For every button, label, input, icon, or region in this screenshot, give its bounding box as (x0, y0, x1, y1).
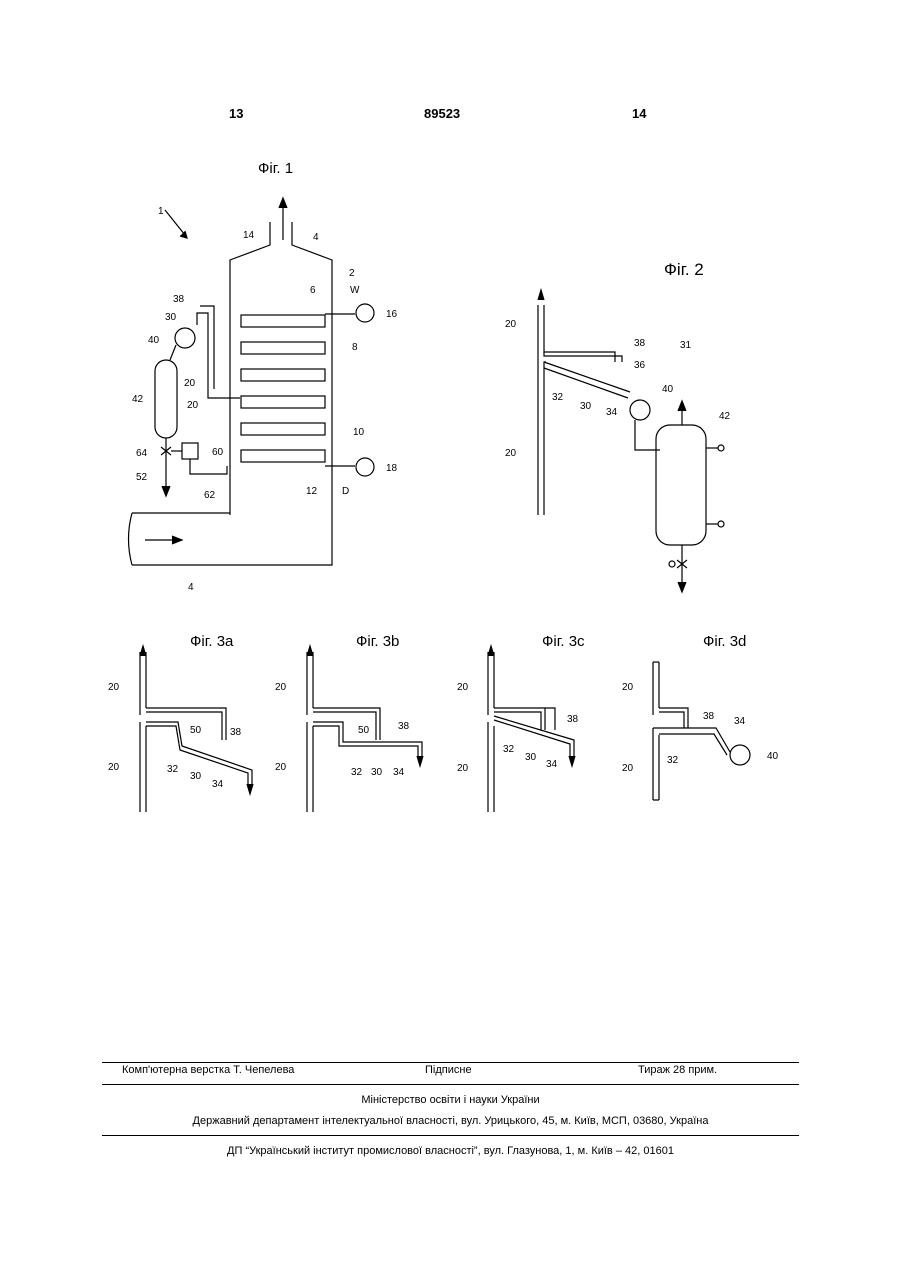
fig3c-label: 20 (457, 763, 469, 774)
fig1-label: 64 (136, 448, 148, 459)
footer-ministry: Міністерство освіти і науки України (102, 1094, 799, 1106)
fig1-labels: 1 14 4 2 38 30 40 6 W 16 8 20 20 42 10 6… (132, 206, 398, 593)
fig2-label: 30 (580, 401, 592, 412)
fig2-label: 36 (634, 360, 646, 371)
fig3a-label: 34 (212, 779, 224, 790)
fig2-label: 40 (662, 384, 674, 395)
footer-institute: ДП “Український інститут промислової вла… (102, 1145, 799, 1157)
fig1-label: 42 (132, 394, 144, 405)
fig2-label: 31 (680, 340, 692, 351)
fig1-label: 60 (212, 447, 224, 458)
fig2-label: 20 (505, 448, 517, 459)
fig3b-label: 50 (358, 725, 370, 736)
fig1-diagram (129, 198, 375, 565)
fig1-label: 52 (136, 472, 148, 483)
fig3c-label: 38 (567, 714, 579, 725)
fig2-labels: 20 38 31 36 40 32 30 34 42 20 (505, 319, 731, 459)
fig1-label: 40 (148, 335, 160, 346)
footer-layout: Комп'ютерна верстка Т. Чепелева (122, 1064, 294, 1076)
fig1-label: 8 (352, 342, 358, 353)
fig1-label: 30 (165, 312, 177, 323)
fig1-label: 18 (386, 463, 398, 474)
fig3d-label: 34 (734, 716, 746, 727)
fig3b-label: 20 (275, 762, 287, 773)
fig3c-diagram (488, 646, 575, 812)
fig1-label: 16 (386, 309, 398, 320)
fig2-label: 42 (719, 411, 731, 422)
fig1-label: 20 (187, 400, 199, 411)
fig2-label: 32 (552, 392, 564, 403)
fig3c-label: 32 (503, 744, 515, 755)
fig3d-diagram (653, 662, 750, 800)
fig3b-label: 30 (371, 767, 383, 778)
fig1-label: 4 (188, 582, 194, 593)
fig2-label: 34 (606, 407, 618, 418)
fig1-label: 62 (204, 490, 216, 501)
fig3c-label: 30 (525, 752, 537, 763)
fig3d-label: 40 (767, 751, 779, 762)
fig3d-label: 20 (622, 763, 634, 774)
fig1-label: 1 (158, 206, 164, 217)
footer-signed: Підписне (425, 1064, 472, 1076)
fig2-label: 20 (505, 319, 517, 330)
fig3a-label: 20 (108, 762, 120, 773)
fig1-label: 6 (310, 285, 316, 296)
footer-circulation: Тираж 28 прим. (638, 1064, 717, 1076)
fig3a-label: 50 (190, 725, 202, 736)
fig1-label: 12 (306, 486, 318, 497)
fig3c-label: 34 (546, 759, 558, 770)
footer-divider (102, 1062, 799, 1063)
fig1-label: 10 (353, 427, 365, 438)
fig3b-labels: 20 50 38 20 32 30 34 (275, 682, 410, 778)
fig1-label: 20 (184, 378, 196, 389)
footer-department: Державний департамент інтелектуальної вл… (102, 1115, 799, 1127)
footer-divider (102, 1084, 799, 1085)
fig2-label: 38 (634, 338, 646, 349)
fig1-label: D (342, 486, 349, 497)
fig2-diagram (538, 290, 724, 592)
footer-divider (102, 1135, 799, 1136)
fig3b-label: 38 (398, 721, 410, 732)
fig3a-label: 20 (108, 682, 120, 693)
fig3b-label: 20 (275, 682, 287, 693)
fig3a-label: 32 (167, 764, 179, 775)
fig3d-label: 38 (703, 711, 715, 722)
fig1-label: 38 (173, 294, 185, 305)
fig1-label: 14 (243, 230, 255, 241)
fig3a-label: 38 (230, 727, 242, 738)
fig1-label: 4 (313, 232, 319, 243)
fig3c-label: 20 (457, 682, 469, 693)
fig3d-label: 20 (622, 682, 634, 693)
fig3d-label: 32 (667, 755, 679, 766)
fig3a-label: 30 (190, 771, 202, 782)
fig1-label: W (350, 285, 360, 296)
fig3b-label: 32 (351, 767, 363, 778)
fig1-label: 2 (349, 268, 355, 279)
fig3b-label: 34 (393, 767, 405, 778)
